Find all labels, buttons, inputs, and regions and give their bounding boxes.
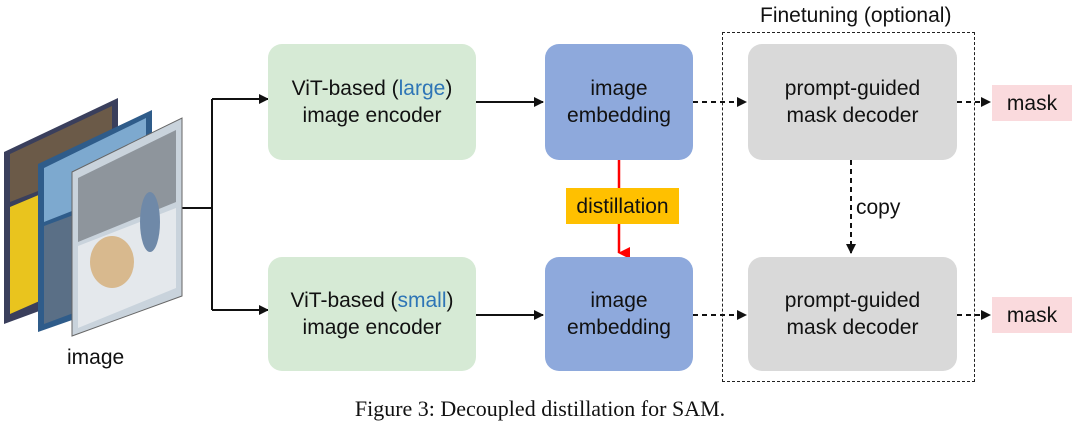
- large-encoder-size: large: [398, 77, 446, 100]
- small-encoder-suffix: ): [446, 289, 454, 312]
- embedding-bottom-line1: image: [590, 289, 648, 312]
- finetuning-title: Finetuning (optional): [760, 4, 952, 27]
- mask-decoder-top: prompt-guided mask decoder: [748, 44, 957, 160]
- mask-decoder-bottom: prompt-guided mask decoder: [748, 257, 957, 371]
- decoder-bottom-line1: prompt-guided: [784, 289, 921, 312]
- decoder-bottom-line2: mask decoder: [786, 316, 919, 339]
- embedding-top-line1: image: [590, 77, 648, 100]
- image-embedding-bottom: image embedding: [545, 257, 693, 371]
- large-encoder-line2: image encoder: [302, 104, 442, 127]
- copy-label: copy: [856, 196, 901, 219]
- small-encoder-prefix: ViT-based (: [290, 289, 398, 312]
- small-image-encoder: ViT-based (small) image encoder: [268, 257, 476, 371]
- mask-output-top: mask: [992, 85, 1072, 121]
- figure-caption: Figure 3: Decoupled distillation for SAM…: [354, 396, 726, 421]
- large-image-encoder: ViT-based (large) image encoder: [268, 44, 476, 160]
- small-encoder-line2: image encoder: [302, 316, 442, 339]
- decoder-top-line2: mask decoder: [786, 104, 919, 127]
- input-image-stack: [0, 92, 190, 342]
- embedding-top-line2: embedding: [567, 104, 671, 127]
- large-encoder-line1: ViT-based (large): [292, 75, 453, 102]
- small-encoder-size: small: [397, 289, 447, 312]
- finetuning-region: [722, 32, 975, 382]
- mask-output-bottom: mask: [992, 297, 1072, 333]
- decoder-top-line1: prompt-guided: [784, 77, 921, 100]
- large-encoder-suffix: ): [445, 77, 453, 100]
- large-encoder-prefix: ViT-based (: [291, 77, 399, 100]
- image-embedding-top: image embedding: [545, 44, 693, 160]
- distillation-label: distillation: [566, 188, 679, 224]
- embedding-bottom-line2: embedding: [567, 316, 671, 339]
- small-encoder-line1: ViT-based (small): [290, 287, 453, 314]
- input-image-label: image: [67, 346, 125, 369]
